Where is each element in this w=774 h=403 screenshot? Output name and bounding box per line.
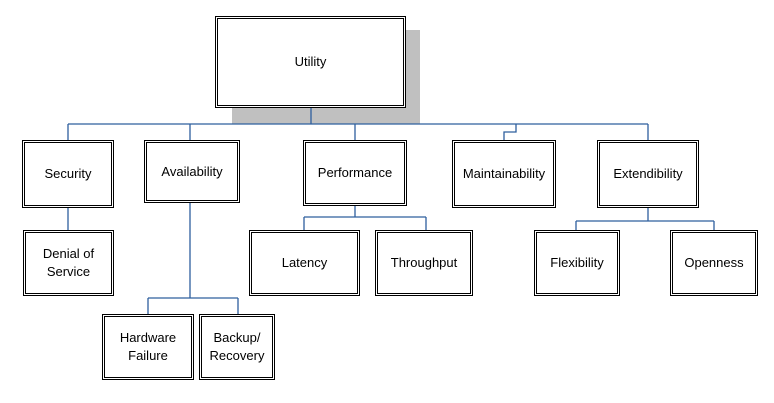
node-openness: Openness: [670, 230, 758, 296]
node-throughput: Throughput: [375, 230, 473, 296]
node-hardware-failure: Hardware Failure: [102, 314, 194, 380]
node-security-label: Security: [44, 166, 92, 181]
node-utility: Utility: [215, 16, 406, 108]
node-extendibility-label: Extendibility: [613, 166, 683, 181]
node-flexibility-label: Flexibility: [550, 255, 604, 270]
node-availability-label: Availability: [161, 163, 223, 179]
node-availability: Availability: [144, 140, 240, 203]
connector-performance-children: [303, 206, 427, 230]
node-utility-label: Utility: [294, 54, 327, 69]
node-flexibility: Flexibility: [534, 230, 620, 296]
connector-extendibility-children: [575, 208, 715, 230]
connector-availability-children: [147, 203, 239, 314]
node-latency-label: Latency: [281, 255, 328, 270]
node-maintainability-label: Maintainability: [462, 166, 546, 181]
node-security: Security: [22, 140, 114, 208]
node-denial-of-service-label: Denial of Service: [42, 246, 95, 279]
node-hardware-failure-label: Hardware Failure: [119, 330, 177, 363]
node-backup-recovery-label: Backup/ Recovery: [209, 330, 265, 363]
connector-utility-children: [67, 108, 649, 140]
node-denial-of-service: Denial of Service: [23, 230, 114, 296]
node-maintainability: Maintainability: [452, 140, 556, 208]
node-performance: Performance: [303, 140, 407, 206]
node-performance-label: Performance: [317, 165, 393, 180]
node-openness-label: Openness: [684, 255, 744, 270]
node-latency: Latency: [249, 230, 360, 296]
node-extendibility: Extendibility: [597, 140, 699, 208]
node-throughput-label: Throughput: [390, 255, 458, 270]
node-backup-recovery: Backup/ Recovery: [199, 314, 275, 380]
